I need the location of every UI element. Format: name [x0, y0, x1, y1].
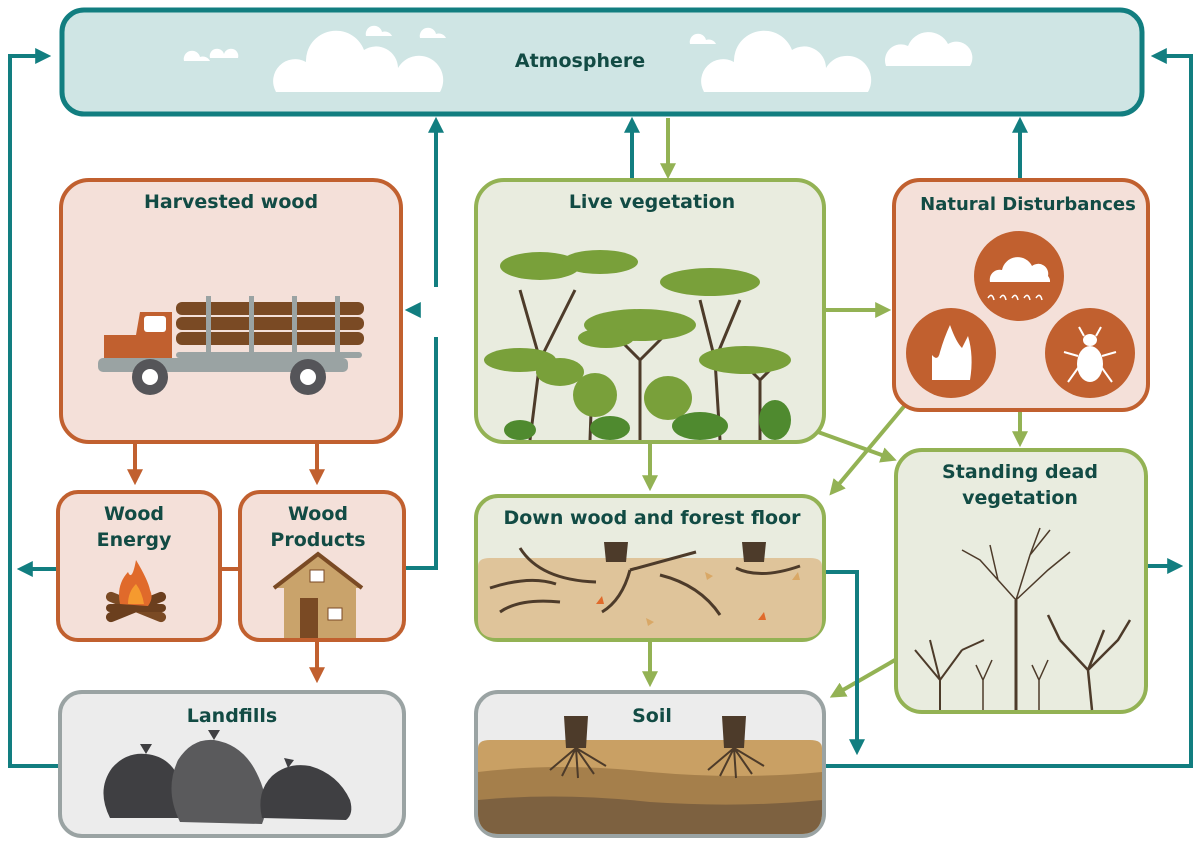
- flow-landfills-to-atmosphere: [8, 48, 58, 768]
- fallen-branches-icon: [489, 542, 801, 626]
- down-wood-label: Down wood and forest floor: [503, 507, 801, 529]
- soil-box[interactable]: Soil: [474, 690, 826, 838]
- atmosphere-label: Atmosphere: [515, 50, 645, 72]
- wood-products-label-line1: Wood: [288, 503, 348, 525]
- house-icon: [272, 551, 364, 638]
- flow-disturbances-to-down-wood: [829, 402, 908, 496]
- trees-icon: [484, 250, 791, 441]
- landfills-box[interactable]: Landfills: [58, 690, 406, 838]
- harvested-wood-label: Harvested wood: [144, 191, 318, 213]
- natural-disturbances-label: Natural Disturbances: [920, 194, 1136, 215]
- wood-products-label-line2: Products: [270, 529, 365, 551]
- flow-live-veg-to-standing-dead: [817, 430, 897, 463]
- atmosphere-box[interactable]: Atmosphere: [59, 7, 1145, 117]
- wood-energy-box[interactable]: Wood Energy: [56, 490, 222, 642]
- beetle-icon: [1045, 308, 1135, 398]
- fire-icon: [906, 308, 996, 398]
- wood-energy-label-line2: Energy: [97, 529, 172, 551]
- live-vegetation-box[interactable]: Live vegetation: [474, 178, 826, 444]
- flow-down-wood-to-atmosphere: [824, 570, 865, 756]
- natural-disturbances-box[interactable]: Natural Disturbances: [892, 178, 1150, 412]
- dead-trees-icon: [914, 527, 1132, 711]
- landfills-label: Landfills: [187, 705, 277, 727]
- cloud-icon: [183, 25, 973, 92]
- standing-dead-label-line1: Standing dead: [942, 461, 1098, 483]
- flow-standing-dead-to-soil: [829, 658, 896, 698]
- standing-dead-box[interactable]: Standing dead vegetation: [894, 448, 1148, 714]
- wood-products-box[interactable]: Wood Products: [238, 490, 406, 642]
- flow-soil-to-atmosphere: [824, 48, 1193, 768]
- wood-energy-label-line1: Wood: [104, 503, 164, 525]
- live-vegetation-label: Live vegetation: [569, 191, 735, 213]
- log-truck-icon: [98, 296, 364, 395]
- down-wood-box[interactable]: Down wood and forest floor: [474, 494, 826, 642]
- soil-layers-icon: [549, 716, 765, 779]
- soil-label: Soil: [632, 705, 672, 727]
- flow-arrows: [8, 48, 1193, 768]
- harvested-wood-box[interactable]: Harvested wood: [59, 178, 403, 444]
- campfire-icon: [105, 560, 167, 623]
- garbage-bags-icon: [103, 730, 352, 824]
- storm-icon: [974, 231, 1064, 321]
- flow-wood-products-to-atmosphere: [404, 337, 438, 570]
- standing-dead-label-line2: vegetation: [962, 487, 1078, 509]
